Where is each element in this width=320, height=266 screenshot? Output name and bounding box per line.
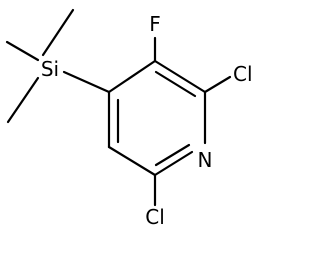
bond-c2-cl — [203, 75, 232, 94]
atom-chlorine-top: Cl — [233, 62, 253, 86]
atom-silicon: Si — [41, 57, 59, 81]
bond-c2-c3-inner — [154, 70, 197, 98]
bond-c6-n — [153, 150, 194, 177]
bond-si-methyl-2 — [41, 8, 75, 57]
atom-fluorine: F — [149, 12, 161, 36]
atom-nitrogen: N — [198, 148, 213, 172]
molecule-structure: F Si Cl N Cl — [5, 8, 253, 229]
bond-c5-c6 — [107, 145, 157, 177]
bond-c3-c4 — [107, 59, 157, 94]
bond-c4-si — [62, 70, 111, 94]
atom-chlorine-bottom: Cl — [145, 205, 165, 229]
bond-si-methyl-3 — [6, 76, 40, 124]
bond-c2-c3 — [153, 59, 207, 94]
bond-si-methyl-1 — [5, 40, 40, 62]
bond-c6-n-inner — [154, 143, 191, 167]
